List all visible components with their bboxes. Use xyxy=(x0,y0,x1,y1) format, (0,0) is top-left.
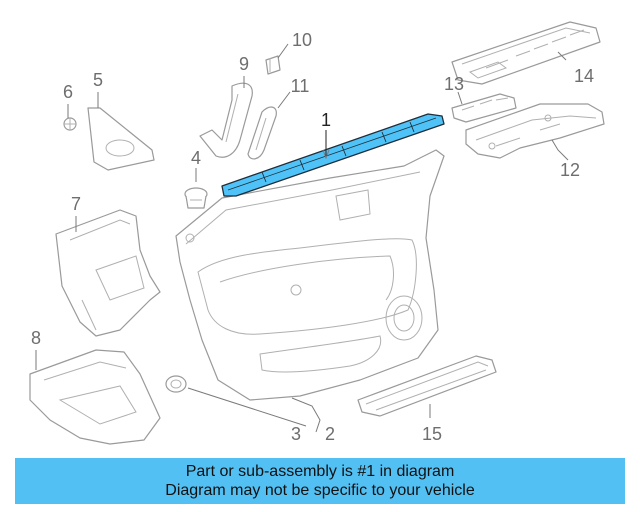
part-13-switch xyxy=(451,93,517,123)
caption-banner: Part or sub-assembly is #1 in diagram Di… xyxy=(15,458,625,504)
callout-5: 5 xyxy=(93,70,103,90)
part-15-armrest-pad xyxy=(357,355,497,417)
callout-14: 14 xyxy=(574,66,594,86)
part-7-speaker-housing xyxy=(55,209,161,337)
part-8-lower-trim xyxy=(29,349,161,445)
part-5-mirror-cover xyxy=(87,107,155,171)
callout-13: 13 xyxy=(444,74,464,94)
callout-8: 8 xyxy=(31,328,41,348)
part-10-clip xyxy=(265,55,281,75)
callout-12: 12 xyxy=(560,160,580,180)
callout-10: 10 xyxy=(292,30,312,50)
caption-line-1: Part or sub-assembly is #1 in diagram xyxy=(185,463,455,480)
part-4-retainer xyxy=(184,187,208,209)
part-14-switch-bezel xyxy=(451,21,601,85)
callout-15: 15 xyxy=(422,424,442,444)
callout-7: 7 xyxy=(71,194,81,214)
leader-lines xyxy=(35,43,569,433)
part-3-fastener xyxy=(165,375,187,393)
part-9-handle xyxy=(199,82,253,158)
part-6-bolt xyxy=(63,117,77,131)
callout-9: 9 xyxy=(239,54,249,74)
part-1-window-weatherstrip xyxy=(221,113,445,197)
callout-6: 6 xyxy=(63,82,73,102)
caption-line-2: Diagram may not be specific to your vehi… xyxy=(165,482,475,499)
callout-4: 4 xyxy=(191,148,201,168)
part-11-trim xyxy=(247,106,277,160)
callout-3: 3 xyxy=(291,424,301,444)
part-2-door-panel xyxy=(175,149,445,401)
callout-2: 2 xyxy=(325,424,335,444)
callout-1: 1 xyxy=(321,110,331,130)
callout-11: 11 xyxy=(291,76,310,96)
part-12-armrest-bracket xyxy=(465,103,605,159)
parts-diagram: 1 2 3 4 5 6 7 8 9 10 11 12 13 14 15 xyxy=(29,21,605,445)
